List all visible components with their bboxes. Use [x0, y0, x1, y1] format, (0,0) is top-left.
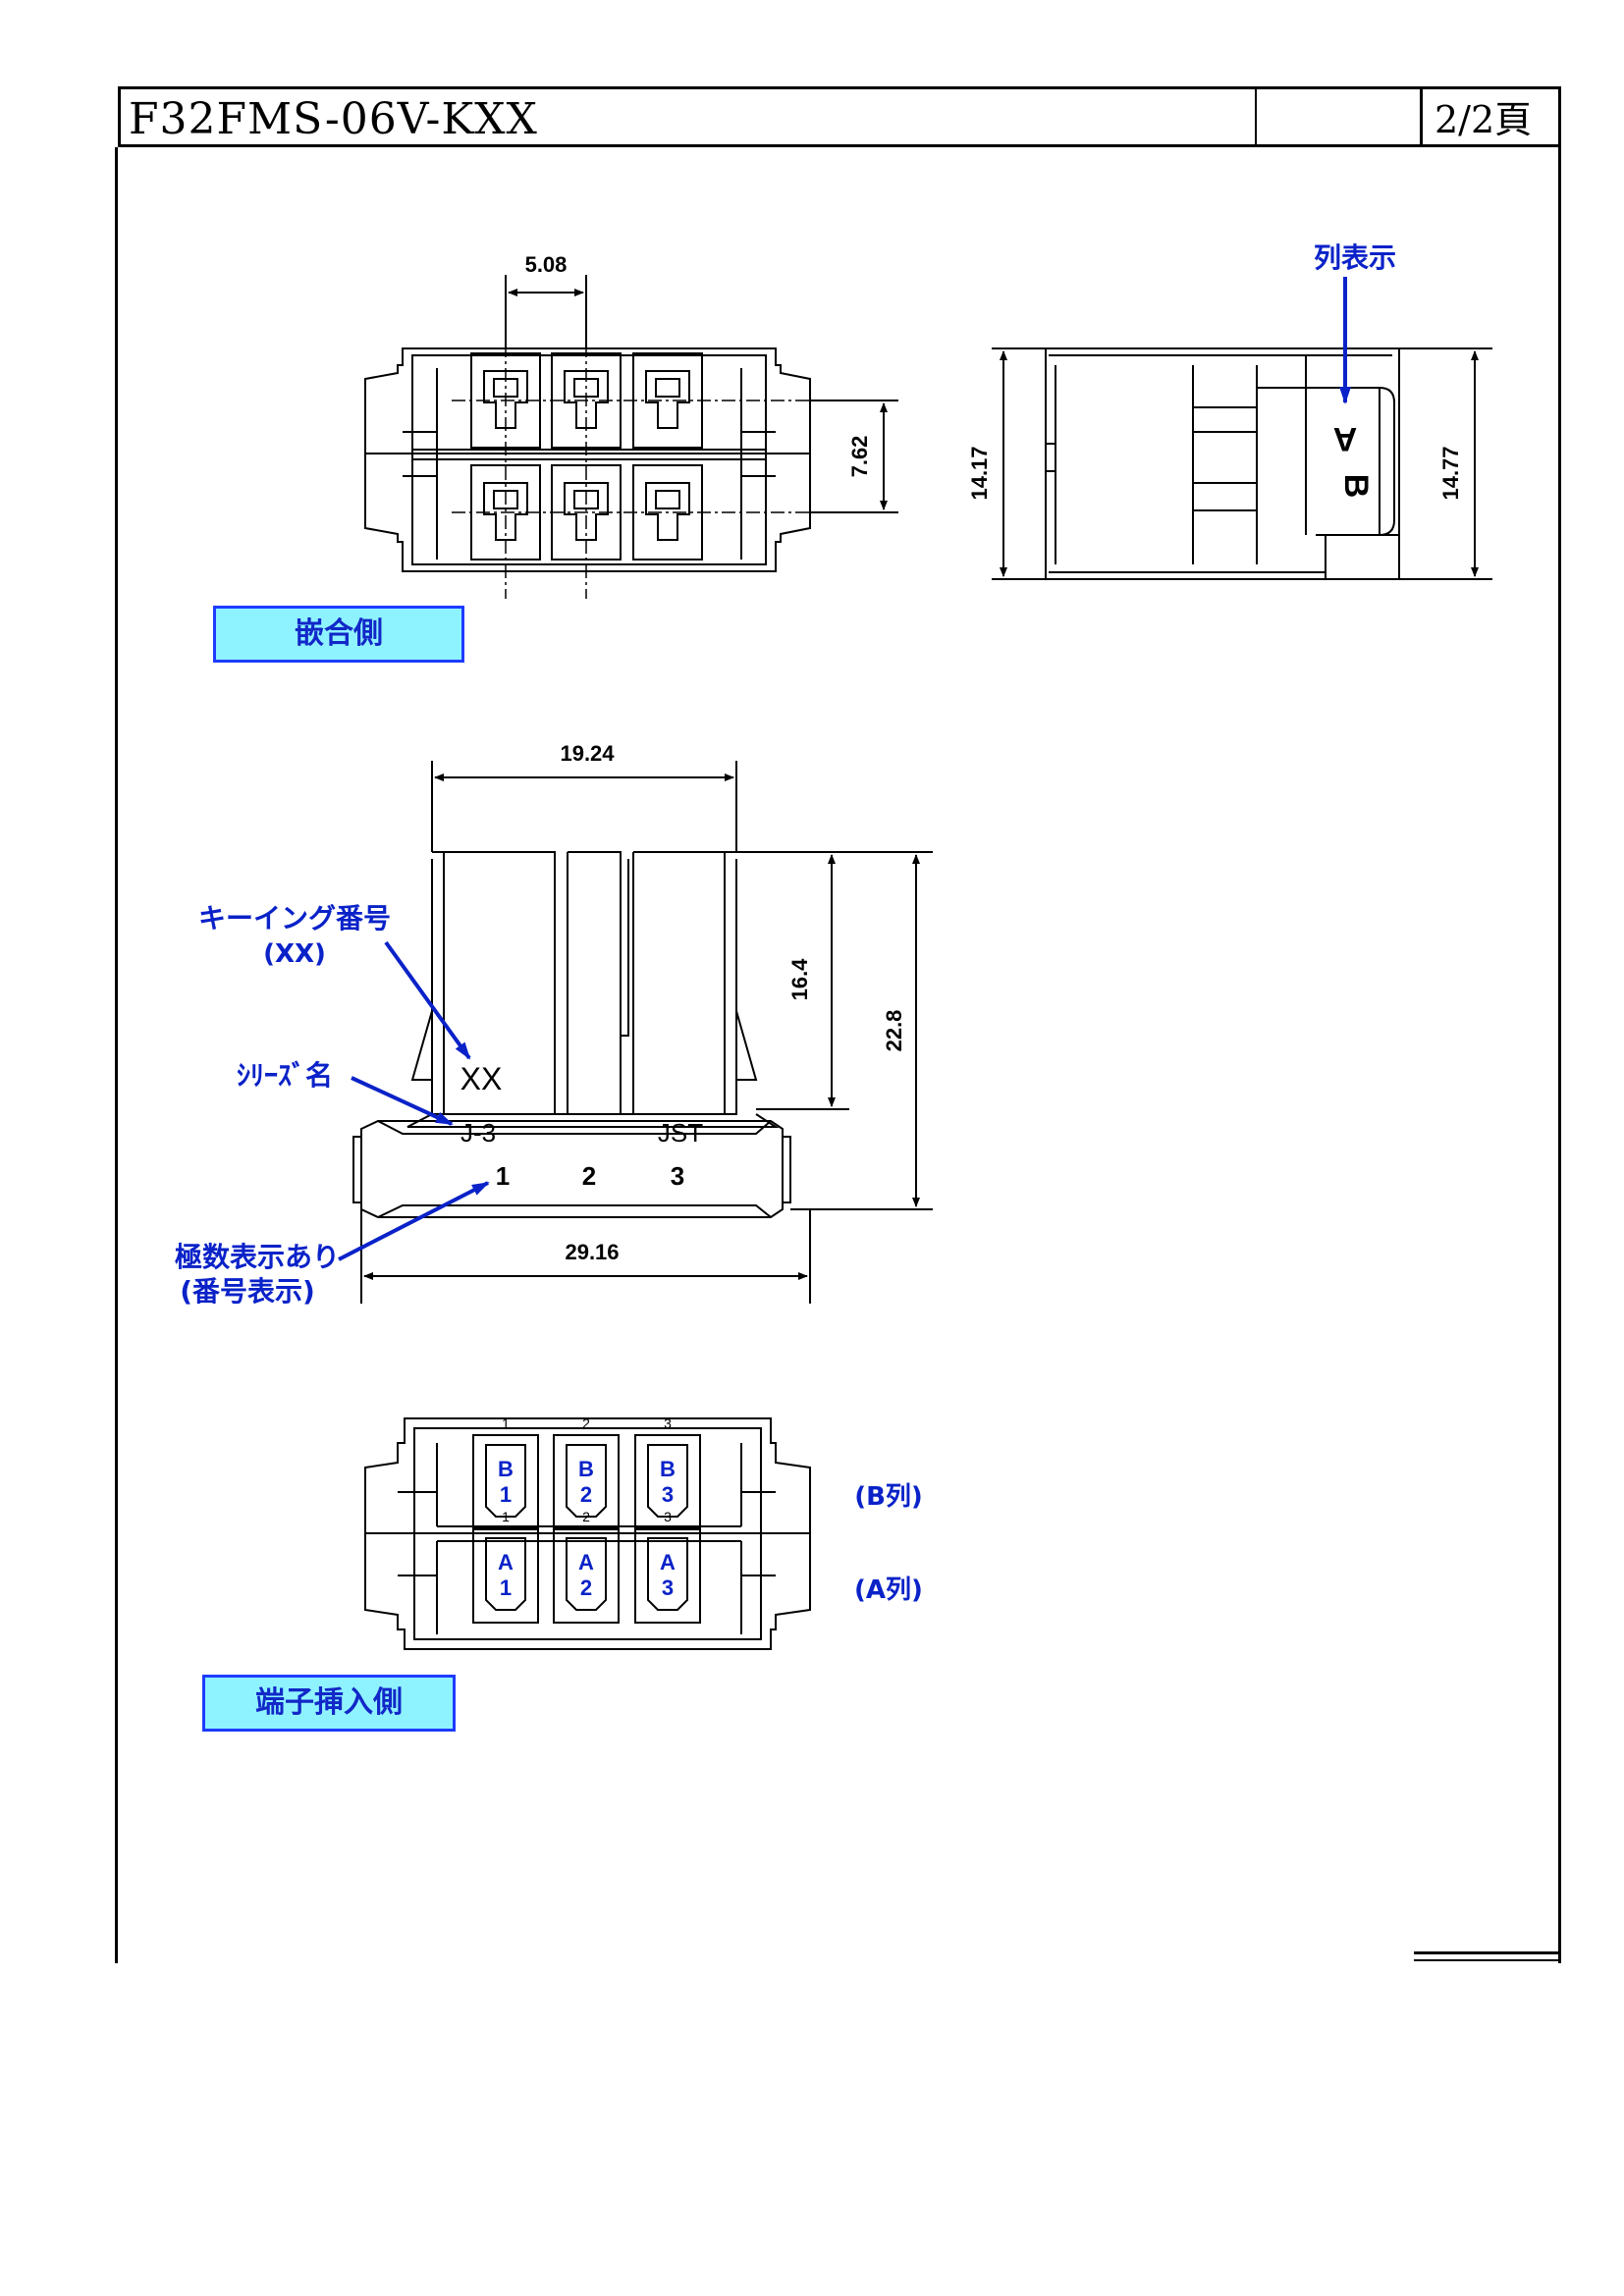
dimension-row-pitch-value: 7.62	[847, 436, 872, 478]
dimension-side-height-a	[992, 347, 1046, 580]
dimension-row-pitch	[810, 400, 898, 513]
terminal-cell-row-letter: B	[498, 1457, 514, 1481]
series-marking: J-3	[460, 1118, 496, 1148]
pole-display-label: 極数表示あり	[175, 1241, 340, 1273]
dimension-side-height-b	[1399, 347, 1492, 580]
page-number: 2/2頁	[1435, 98, 1533, 141]
dimension-base-width	[360, 1209, 811, 1304]
terminal-cell-row-letter: A	[498, 1550, 514, 1575]
terminal-cell-b1: B11	[472, 1415, 539, 1530]
frame-right-border	[1558, 147, 1561, 1963]
terminal-cell-index: 1	[502, 1509, 510, 1524]
terminal-cell-index: 3	[664, 1509, 672, 1524]
key-code-marking: XX	[460, 1061, 503, 1096]
dimension-base-width-value: 29.16	[565, 1240, 619, 1264]
pin-number-1: 1	[496, 1161, 510, 1191]
terminal-cell-row-letter: A	[660, 1550, 676, 1575]
frame-left-border	[115, 147, 118, 1963]
side-view	[1045, 347, 1400, 580]
keying-number-label: キーイング番号	[198, 902, 391, 934]
maker-marking: JST	[658, 1118, 703, 1148]
pin-number-3: 3	[671, 1161, 684, 1191]
part-number: F32FMS-06V-KXX	[129, 94, 538, 144]
terminal-cell-a3: A33	[634, 1509, 701, 1624]
dimension-upper-height-value: 16.4	[787, 958, 812, 1001]
terminal-cell-position: 1	[500, 1482, 512, 1507]
dimension-side-height-a-value: 14.17	[967, 446, 992, 500]
dimension-pitch	[505, 275, 587, 348]
keying-leader	[384, 940, 471, 1060]
title-divider	[1255, 89, 1257, 144]
terminal-cell-position: 2	[580, 1575, 592, 1600]
row-indicator-label: 列表示	[1314, 241, 1396, 274]
keying-code-label: (XX)	[263, 939, 326, 969]
terminal-cell-b2: B22	[553, 1415, 620, 1530]
title-block: F32FMS-06V-KXX 2/2頁	[118, 86, 1561, 147]
dimension-body-width-value: 19.24	[560, 741, 615, 766]
terminal-cell-index: 3	[664, 1415, 672, 1431]
title-divider	[1420, 89, 1423, 144]
dimension-body-width	[431, 761, 737, 852]
terminal-cell-a2: A22	[553, 1509, 620, 1624]
row-a-label: (A列)	[854, 1575, 923, 1605]
row-letter-b: B	[1337, 474, 1375, 499]
terminal-cell-position: 3	[662, 1482, 674, 1507]
pole-display-leader	[338, 1181, 490, 1261]
series-leader	[351, 1076, 454, 1126]
row-b-label: (B列)	[854, 1482, 923, 1512]
dimension-total-height	[790, 851, 933, 1210]
footer-rule	[1414, 1959, 1561, 1961]
terminal-cell-position: 3	[662, 1575, 674, 1600]
terminal-cell-row-letter: B	[578, 1457, 594, 1481]
terminal-cell-index: 2	[582, 1509, 590, 1524]
terminal-cell-row-letter: A	[578, 1550, 594, 1575]
mating-side-view	[364, 347, 811, 572]
terminal-cell-position: 1	[500, 1575, 512, 1600]
row-letter-a: A	[1333, 420, 1358, 457]
terminal-cell-index: 2	[582, 1415, 590, 1431]
terminal-cell-a1: A11	[472, 1509, 539, 1624]
front-view	[352, 851, 791, 1218]
pole-display-sublabel: (番号表示)	[180, 1275, 315, 1308]
footer-rule	[1414, 1951, 1561, 1954]
dimension-pitch-value: 5.08	[525, 252, 568, 277]
terminal-cell-row-letter: B	[660, 1457, 676, 1481]
series-name-label: ｼﾘｰｽﾞ名	[237, 1059, 333, 1092]
dimension-total-height-value: 22.8	[882, 1010, 906, 1052]
terminal-side-view	[364, 1417, 811, 1650]
terminal-cell-position: 2	[580, 1482, 592, 1507]
dimension-side-height-b-value: 14.77	[1438, 446, 1463, 500]
mating-side-tag: 嵌合側	[213, 606, 464, 663]
dimension-upper-height	[741, 851, 849, 1110]
terminal-cell-index: 1	[502, 1415, 510, 1431]
pin-number-2: 2	[582, 1161, 596, 1191]
terminal-side-tag: 端子挿入側	[202, 1675, 456, 1732]
